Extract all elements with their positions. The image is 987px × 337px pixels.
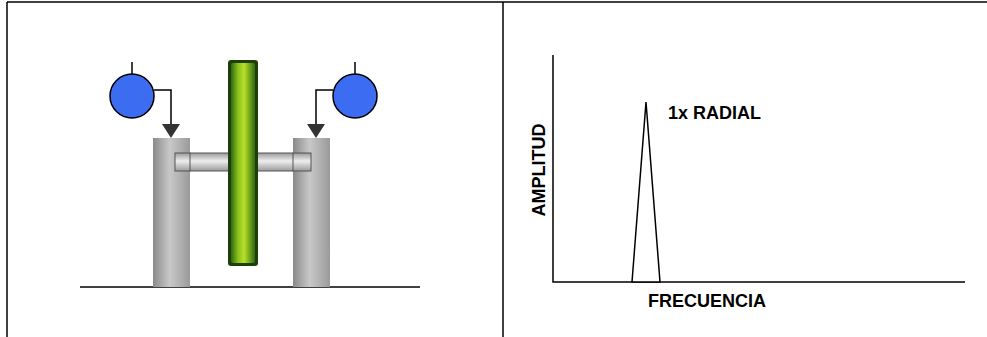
ground-line [80,286,420,288]
bearing-pedestal [293,138,330,287]
vibration-sensor [307,62,377,138]
chart-axes [553,55,965,282]
spectrum-peak [632,102,660,282]
vibration-sensor [110,62,180,138]
axis-title: AMPLITUD [529,124,547,217]
peak-label: 1x RADIAL [668,104,761,122]
panel-frame [7,2,987,337]
shaft-end [175,153,190,171]
rotor-disk [228,60,258,266]
shaft-end [293,153,311,171]
bearing-pedestal [153,138,190,287]
rotor-disk-face [231,63,255,263]
axis-title: FRECUENCIA [648,292,766,310]
